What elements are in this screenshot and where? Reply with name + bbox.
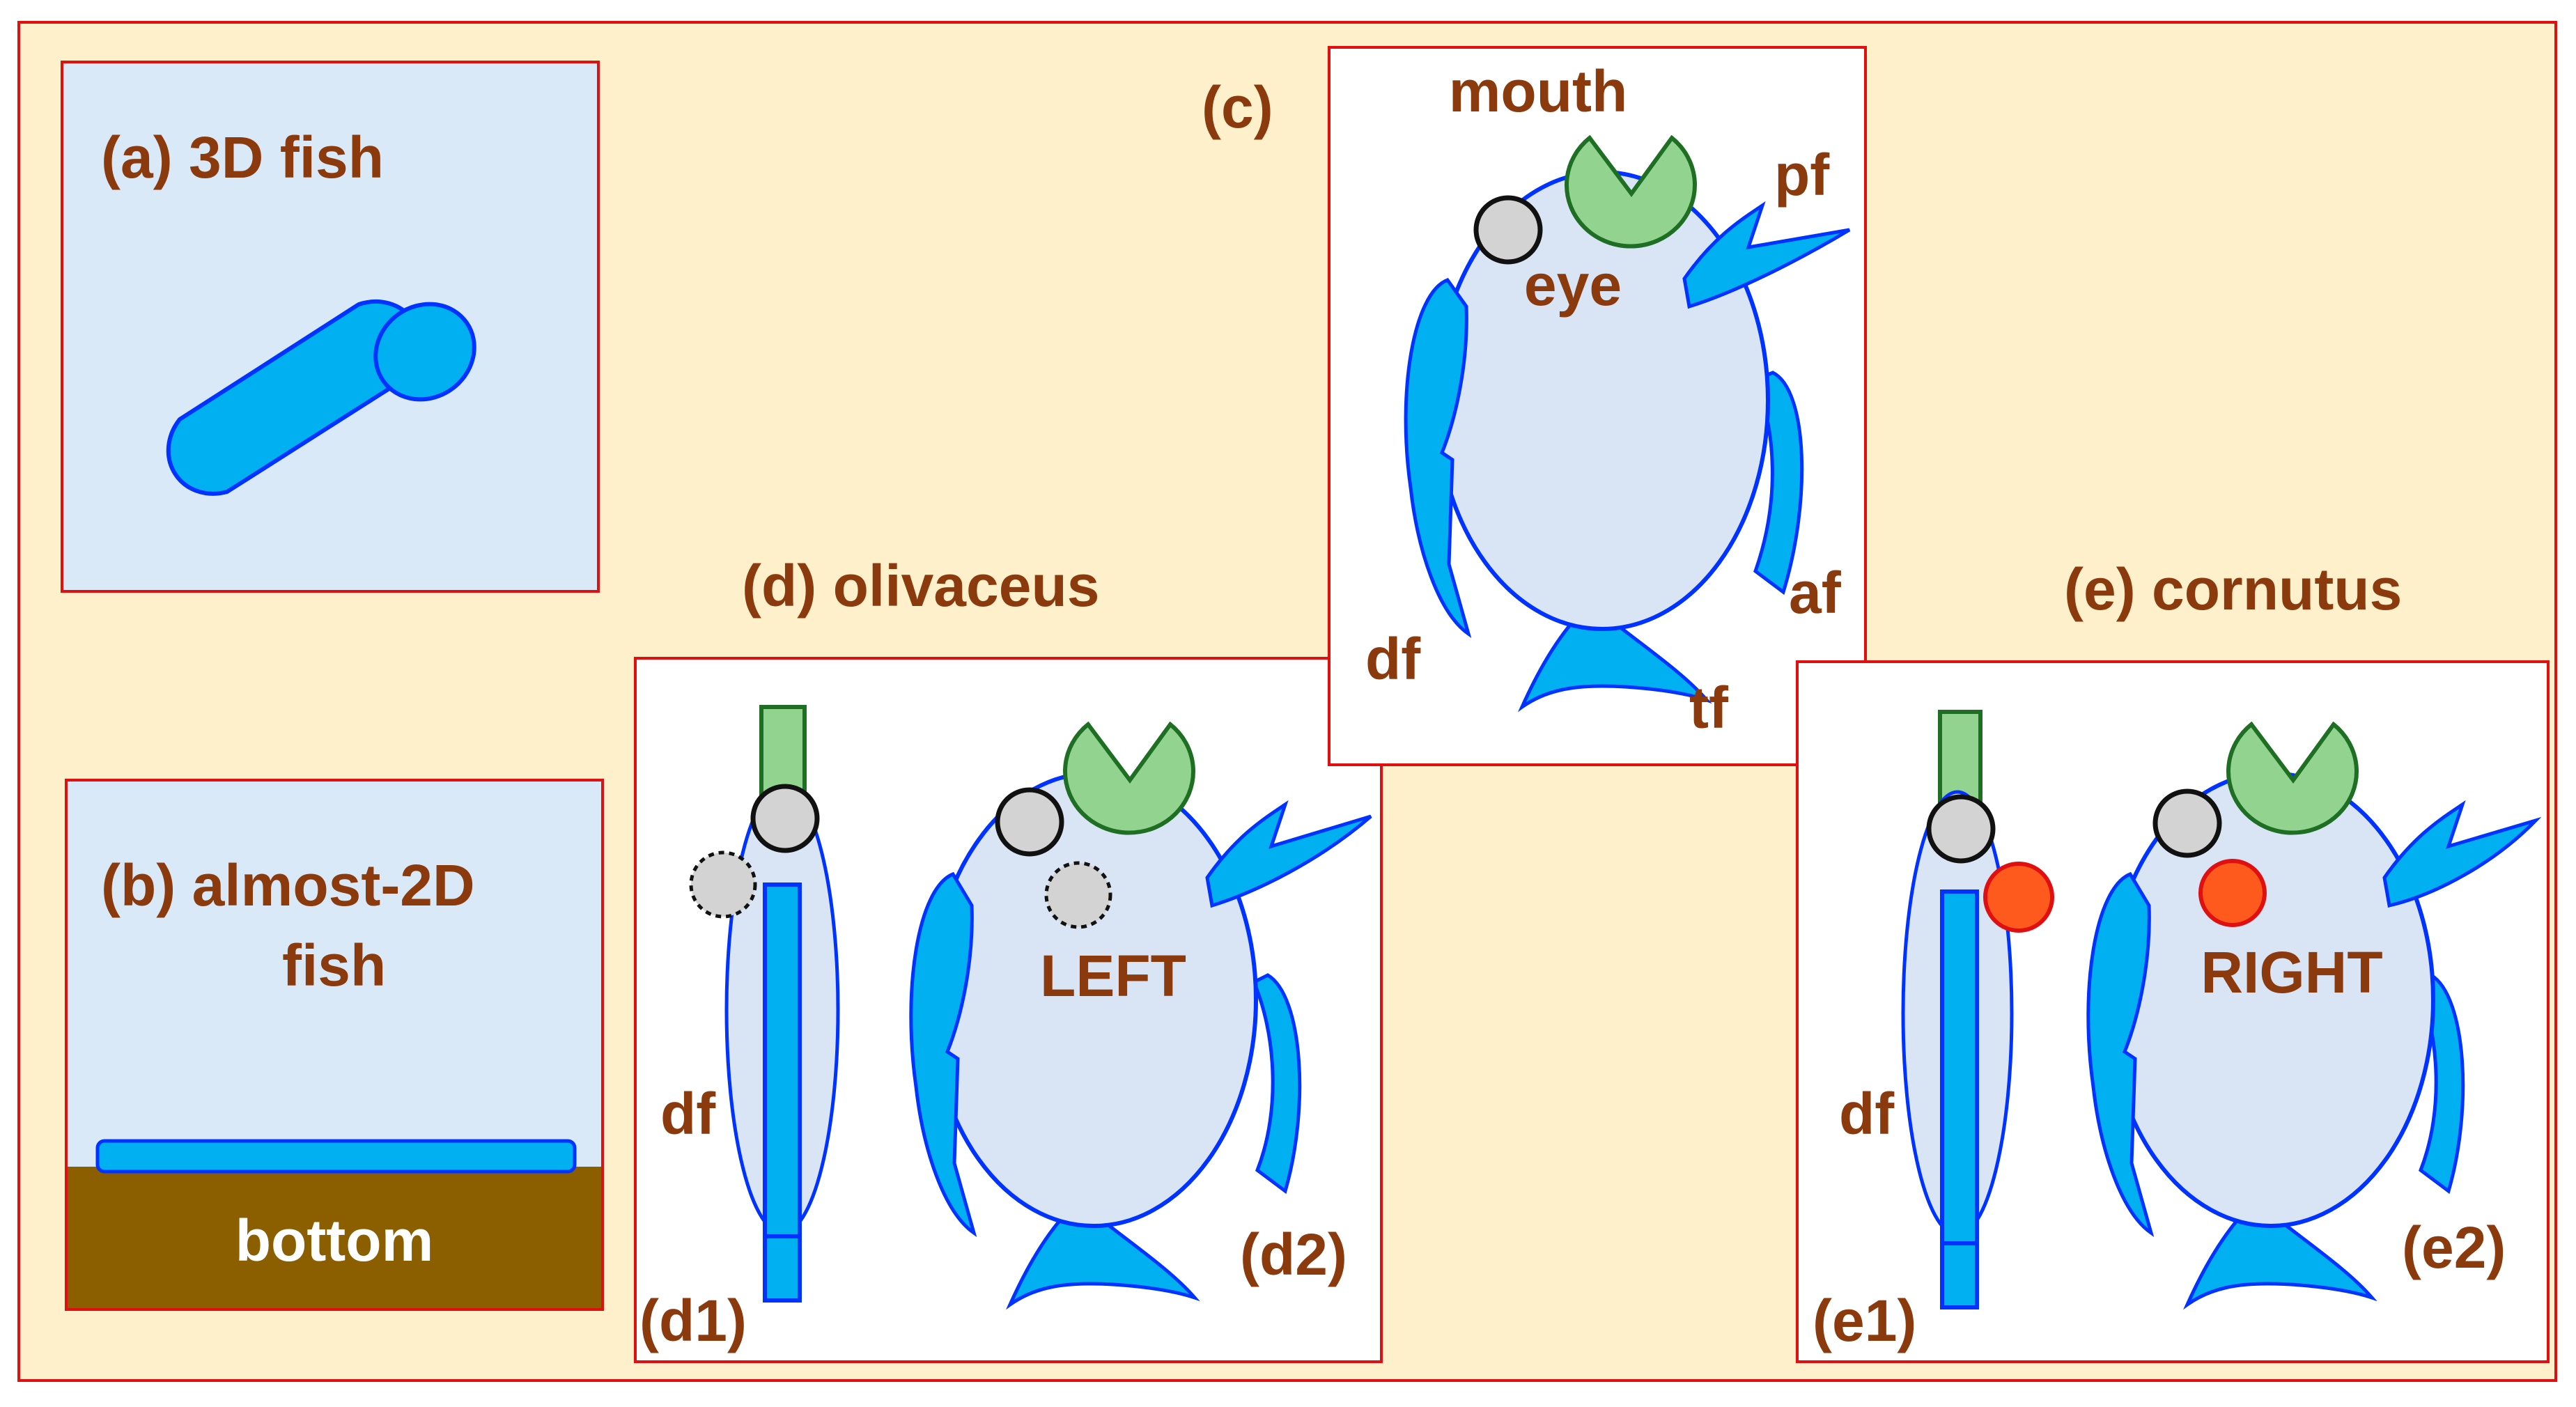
anal-fin-shape xyxy=(1753,371,1804,596)
mouth-shape xyxy=(1565,134,1697,249)
eye-upper-e1 xyxy=(1926,794,1996,864)
panel-e-label: (e) cornutus xyxy=(2064,557,2402,622)
left-label: LEFT xyxy=(1040,943,1186,1009)
eye-upper-d1 xyxy=(750,784,820,853)
dorsal-fin-shape xyxy=(1404,277,1472,639)
eye-upper-e2 xyxy=(2152,788,2222,858)
eye-migrated-e2 xyxy=(2198,859,2267,927)
right-label: RIGHT xyxy=(2201,940,2382,1005)
panel-e: (e) cornutus df (e1) RIGHT (e2) xyxy=(1796,557,2550,1363)
fish-side-view-d1 xyxy=(689,705,840,1303)
panel-c: (c) mouth eye pf af df tf xyxy=(1202,46,1867,766)
panel-d: (d) olivaceus df (d1) LEFT (d2) xyxy=(634,553,1383,1363)
eye-shape xyxy=(1473,195,1543,265)
panel-c-label: (c) xyxy=(1202,75,1273,140)
df-label-e: df xyxy=(1839,1081,1895,1146)
panel-d-label: (d) olivaceus xyxy=(742,553,1099,619)
e2-label: (e2) xyxy=(2402,1215,2506,1280)
pf-label: pf xyxy=(1774,142,1830,208)
eye-hidden-d2 xyxy=(1044,861,1112,929)
bottom-label: bottom xyxy=(235,1208,434,1273)
eye-upper-d2 xyxy=(995,787,1064,857)
flat-fish-icon xyxy=(95,1139,577,1174)
panel-a-label: (a) 3D fish xyxy=(101,125,384,190)
cylinder-fish-icon xyxy=(166,299,476,496)
panel-b-label-line1: (b) almost-2D xyxy=(101,853,475,918)
eye-hidden-d1 xyxy=(689,850,757,919)
panel-a: (a) 3D fish xyxy=(61,61,600,593)
eye-migrated-e1 xyxy=(1983,862,2054,933)
df-label-c: df xyxy=(1365,626,1421,692)
d2-label: (d2) xyxy=(1240,1222,1347,1287)
eye-label: eye xyxy=(1524,252,1622,318)
af-label: af xyxy=(1789,560,1842,625)
tail-fin-shape xyxy=(1517,618,1712,713)
df-label-d: df xyxy=(660,1081,716,1146)
mouth-label: mouth xyxy=(1449,59,1628,124)
sea-bottom xyxy=(68,1167,601,1308)
pectoral-fin-shape xyxy=(1682,201,1851,309)
tf-label: tf xyxy=(1689,675,1729,740)
panel-b-label-line2: fish xyxy=(282,933,386,998)
d1-label: (d1) xyxy=(639,1288,747,1353)
panel-b: (b) almost-2D fish bottom xyxy=(65,779,604,1311)
fish-side-view-e1 xyxy=(1901,710,2054,1309)
fish-front-view-e2 xyxy=(2086,721,2542,1310)
e1-label: (e1) xyxy=(1813,1288,1916,1353)
fish-front-view-d2 xyxy=(909,721,1372,1310)
